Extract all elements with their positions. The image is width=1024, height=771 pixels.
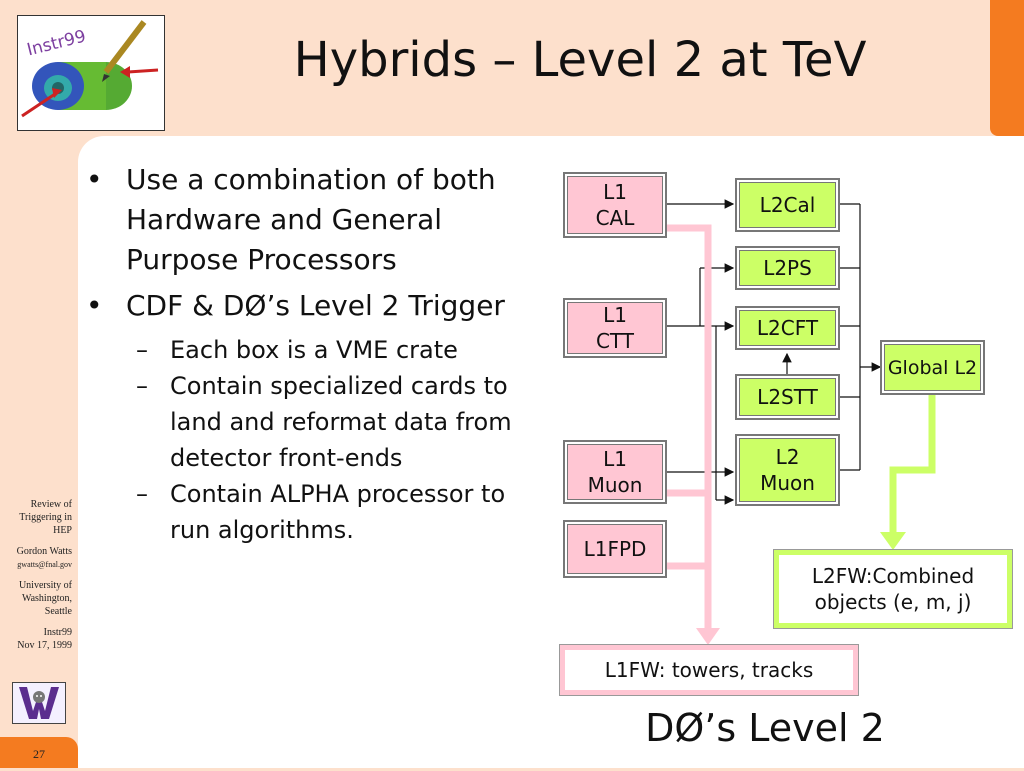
pink-path-l1cal xyxy=(667,224,712,630)
bullet-icon: • xyxy=(86,289,103,322)
box-label-line1: L1FPD xyxy=(583,537,647,561)
header-accent-bar xyxy=(990,0,1024,136)
box-label-line2: Muon xyxy=(587,473,643,497)
page-number-badge: 27 xyxy=(0,737,78,768)
box-label-line1: L1 xyxy=(603,303,627,327)
uw-husky-logo xyxy=(12,682,66,724)
sidebar-footer: Review of Triggering in HEP Gordon Watts… xyxy=(0,498,72,660)
l2-stt-box: L2STT xyxy=(735,374,840,420)
box-label-line1: L1FW: towers, tracks xyxy=(604,658,814,682)
l1-muon-box: L1 Muon xyxy=(563,440,667,504)
box-label-line1: Global L2 xyxy=(887,356,978,379)
box-label-line2: Muon xyxy=(760,471,815,495)
box-label-line1: L2PS xyxy=(763,256,812,280)
bullet-list: • Use a combination of both Hardware and … xyxy=(86,160,526,548)
l2-ps-box: L2PS xyxy=(735,246,840,290)
l1-cal-box: L1 CAL xyxy=(563,172,667,238)
l2-cal-box: L2Cal xyxy=(735,178,840,232)
box-label-line1: L1 xyxy=(603,180,627,204)
talk-title: Review of Triggering in HEP xyxy=(19,499,72,536)
bullet-icon: • xyxy=(86,163,103,196)
bullet-text: Use a combination of both Hardware and G… xyxy=(126,163,496,276)
green-path-global-l2fw xyxy=(889,395,936,534)
dash-icon: – xyxy=(136,480,148,508)
pink-arrowhead xyxy=(696,628,720,645)
box-label-line1: L2CFT xyxy=(756,316,819,340)
instr99-logo: Instr99 xyxy=(17,15,165,131)
bullet-text: CDF & DØ’s Level 2 Trigger xyxy=(126,289,505,322)
sub-bullet-text: Contain specialized cards to land and re… xyxy=(170,372,512,472)
box-label-line1: L2FW:Combined xyxy=(811,564,975,588)
institution: University of Washington, Seattle xyxy=(18,580,72,617)
author-email: gwatts@fnal.gov xyxy=(17,560,72,569)
slide-header xyxy=(0,0,990,136)
sub-bullet-item: –Contain ALPHA processor to run algorith… xyxy=(86,476,526,548)
sub-bullet-item: –Contain specialized cards to land and r… xyxy=(86,368,526,476)
l2-cft-box: L2CFT xyxy=(735,306,840,350)
l1-ctt-box: L1 CTT xyxy=(563,298,667,358)
instr99-detector-logo-icon: Instr99 xyxy=(21,20,159,118)
conference: Instr99 xyxy=(43,627,72,638)
l2fw-box: L2FW:Combined objects (e, m, j) xyxy=(773,549,1013,629)
sub-bullet-item: –Each box is a VME crate xyxy=(86,332,526,368)
slide-content-area xyxy=(78,136,1024,768)
box-label-line2: objects (e, m, j) xyxy=(814,590,972,614)
husky-icon xyxy=(13,683,65,723)
l1fw-box: L1FW: towers, tracks xyxy=(559,644,859,696)
dash-icon: – xyxy=(136,336,148,364)
slide-title: Hybrids – Level 2 at TeV xyxy=(293,32,867,88)
sub-bullet-text: Contain ALPHA processor to run algorithm… xyxy=(170,480,506,544)
box-label-line1: L2Cal xyxy=(759,193,816,217)
date: Nov 17, 1999 xyxy=(17,640,72,651)
sub-bullet-text: Each box is a VME crate xyxy=(170,336,458,364)
dash-icon: – xyxy=(136,372,148,400)
box-label-line2: CAL xyxy=(595,206,635,230)
global-l2-box: Global L2 xyxy=(880,340,985,395)
page-number: 27 xyxy=(33,747,45,761)
diagram-caption: DØ’s Level 2 xyxy=(645,706,885,750)
l1-fpd-box: L1FPD xyxy=(563,520,667,578)
box-label-line2: CTT xyxy=(595,329,635,353)
box-label-line1: L1 xyxy=(603,447,627,471)
bullet-item: • Use a combination of both Hardware and … xyxy=(86,160,526,280)
author-name: Gordon Watts xyxy=(16,546,72,557)
green-arrowhead xyxy=(880,532,906,550)
l2-muon-box: L2 Muon xyxy=(735,434,840,506)
detector-cylinder xyxy=(32,62,132,110)
box-label-line1: L2 xyxy=(775,445,800,469)
bullet-item: • CDF & DØ’s Level 2 Trigger xyxy=(86,286,526,326)
box-label-line1: L2STT xyxy=(757,385,818,409)
